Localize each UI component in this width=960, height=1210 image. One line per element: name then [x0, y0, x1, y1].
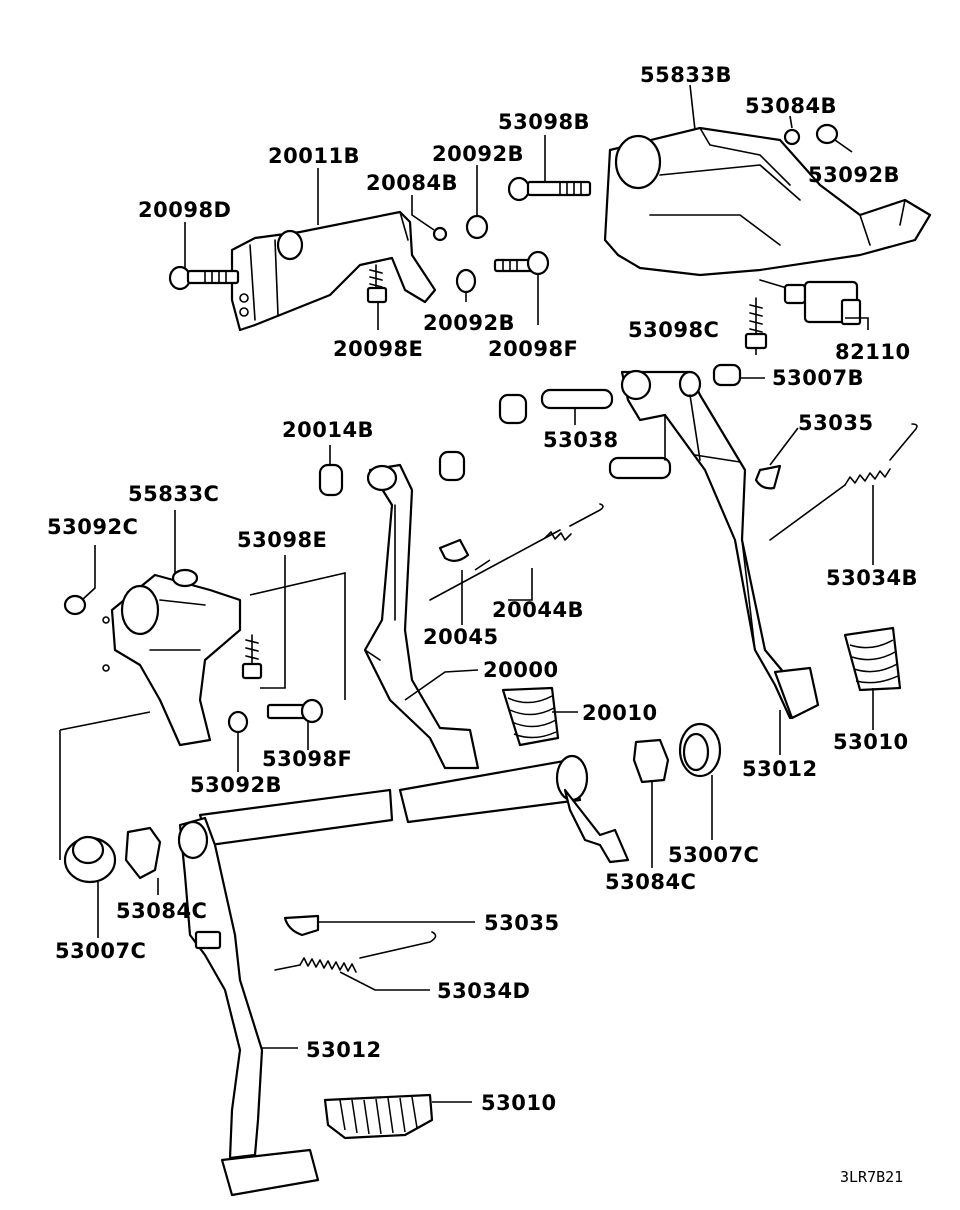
label-82110: 82110	[835, 340, 911, 364]
label-53007B: 53007B	[772, 366, 864, 390]
nut-53092B-top	[815, 123, 839, 145]
label-53010-bottom: 53010	[481, 1091, 557, 1115]
label-53098B: 53098B	[498, 110, 590, 134]
nut-20092B-top	[465, 214, 489, 240]
label-53034B: 53034B	[826, 566, 918, 590]
bushing-53007C-right	[678, 722, 722, 778]
label-20092B-top: 20092B	[432, 142, 524, 166]
bushing-53038-end	[498, 393, 528, 425]
bolt-53098F	[266, 698, 324, 724]
pedal-arm-20000	[363, 463, 480, 770]
bracket-55833B	[603, 126, 932, 277]
pedal-arm-53012-right	[608, 369, 820, 720]
bushing-53007C-left	[63, 835, 117, 884]
drawing-code: 3LR7B21	[840, 1168, 903, 1186]
stopper-53035-bottom	[283, 914, 320, 937]
label-53098E: 53098E	[237, 528, 327, 552]
pedal-pad-53010-right	[843, 626, 902, 692]
bolt-53098E	[241, 634, 263, 680]
nut-53092C	[63, 594, 87, 616]
label-53084B: 53084B	[745, 94, 837, 118]
nut-53084B	[783, 128, 801, 146]
label-53010-right: 53010	[833, 730, 909, 754]
label-53092B-top: 53092B	[808, 163, 900, 187]
label-20098F: 20098F	[488, 337, 578, 361]
stopper-20045	[438, 538, 470, 562]
label-20084B: 20084B	[366, 171, 458, 195]
label-53012-bottom: 53012	[306, 1038, 382, 1062]
label-55833B: 55833B	[640, 63, 732, 87]
bushing-20014B	[318, 463, 344, 497]
pipe-53038	[540, 388, 614, 410]
label-20014B: 20014B	[282, 418, 374, 442]
label-53084C-left: 53084C	[116, 899, 207, 923]
label-20098E: 20098E	[333, 337, 423, 361]
bracket-55833C	[102, 568, 242, 747]
label-20092B-mid: 20092B	[423, 311, 515, 335]
clip-20084B	[432, 226, 448, 242]
label-53007C-right: 53007C	[668, 843, 759, 867]
stopper-53035-top	[754, 464, 782, 490]
label-20011B: 20011B	[268, 144, 360, 168]
bracket-20011B	[230, 210, 437, 332]
label-20000: 20000	[483, 658, 559, 682]
label-53035-top: 53035	[798, 411, 874, 435]
bolt-53098C	[744, 297, 768, 350]
bushing-53084C-right	[632, 738, 670, 784]
label-53038: 53038	[543, 428, 619, 452]
pedal-arm-53012-bottom	[177, 816, 320, 1197]
label-55833C: 55833C	[128, 482, 219, 506]
spring-20044B	[429, 503, 604, 601]
bolt-20098F	[493, 250, 550, 276]
bolt-20098E	[366, 264, 388, 304]
bushing-left-pedal	[438, 450, 466, 482]
label-53007C-left: 53007C	[55, 939, 146, 963]
label-20098D: 20098D	[138, 198, 232, 222]
label-53012-right: 53012	[742, 757, 818, 781]
leader-lines	[81, 84, 874, 1103]
label-20045: 20045	[423, 625, 499, 649]
label-53084C-right: 53084C	[605, 870, 696, 894]
bolt-53098B	[507, 176, 592, 202]
nut-20092B-mid	[455, 268, 477, 294]
spring-53034D	[274, 931, 437, 973]
callout-labels: 55833B 53084B 53098B 20011B 20092B 53092…	[47, 63, 918, 1186]
spring-53034B	[769, 423, 918, 541]
bolt-20098D	[168, 265, 240, 291]
bushing-53084C-left	[124, 826, 162, 880]
label-53098F: 53098F	[262, 747, 352, 771]
label-53092C: 53092C	[47, 515, 138, 539]
label-53035-bottom: 53035	[484, 911, 560, 935]
pedal-shaft	[198, 754, 630, 864]
label-53098C: 53098C	[628, 318, 719, 342]
bushing-53007B	[712, 363, 742, 387]
label-53034D: 53034D	[437, 979, 531, 1003]
pedal-pad-20010	[501, 686, 560, 747]
label-53092B-left: 53092B	[190, 773, 282, 797]
label-20010: 20010	[582, 701, 658, 725]
nut-53092B-left	[227, 710, 249, 734]
pedal-pad-53010-bottom	[323, 1093, 434, 1140]
label-20044B: 20044B	[492, 598, 584, 622]
